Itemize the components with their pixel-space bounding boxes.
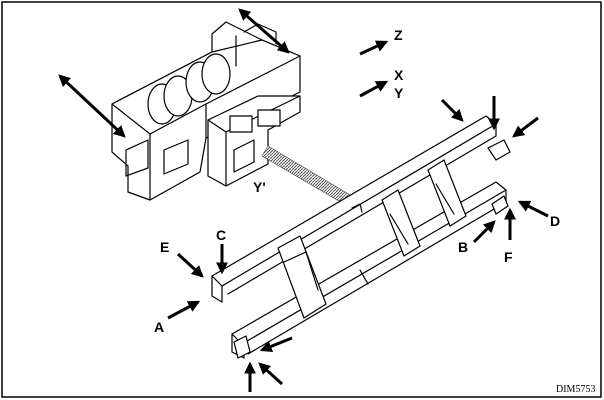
arrow-xy xyxy=(359,80,389,98)
arrow-b xyxy=(472,220,496,244)
arrow-e xyxy=(176,252,204,278)
cradle-arrow-right xyxy=(238,8,290,54)
label-y-prime: Y' xyxy=(253,179,266,195)
label-x: X xyxy=(394,67,404,83)
subframe-chassis xyxy=(211,115,511,359)
label-y: Y xyxy=(394,85,404,101)
label-e: E xyxy=(160,239,169,255)
label-c: C xyxy=(216,227,226,243)
arrow-d xyxy=(517,200,549,218)
label-b: B xyxy=(458,239,468,255)
figure-reference: DIM5753 xyxy=(556,384,595,395)
direction-arrows xyxy=(58,8,549,392)
arrow-bracket-right xyxy=(512,116,539,138)
engine-cradle xyxy=(111,21,301,201)
arrow-a xyxy=(167,300,201,320)
cradle-arrow-left xyxy=(58,74,126,138)
label-a: A xyxy=(154,319,164,335)
y-prime-projection xyxy=(261,145,353,205)
label-f: F xyxy=(504,249,513,265)
arrow-rail-top xyxy=(440,98,464,122)
arrow-z xyxy=(359,40,389,56)
arrow-front-right xyxy=(259,336,293,353)
label-d: D xyxy=(550,213,560,229)
arrow-front-diag xyxy=(258,362,284,386)
label-z: Z xyxy=(394,27,403,43)
